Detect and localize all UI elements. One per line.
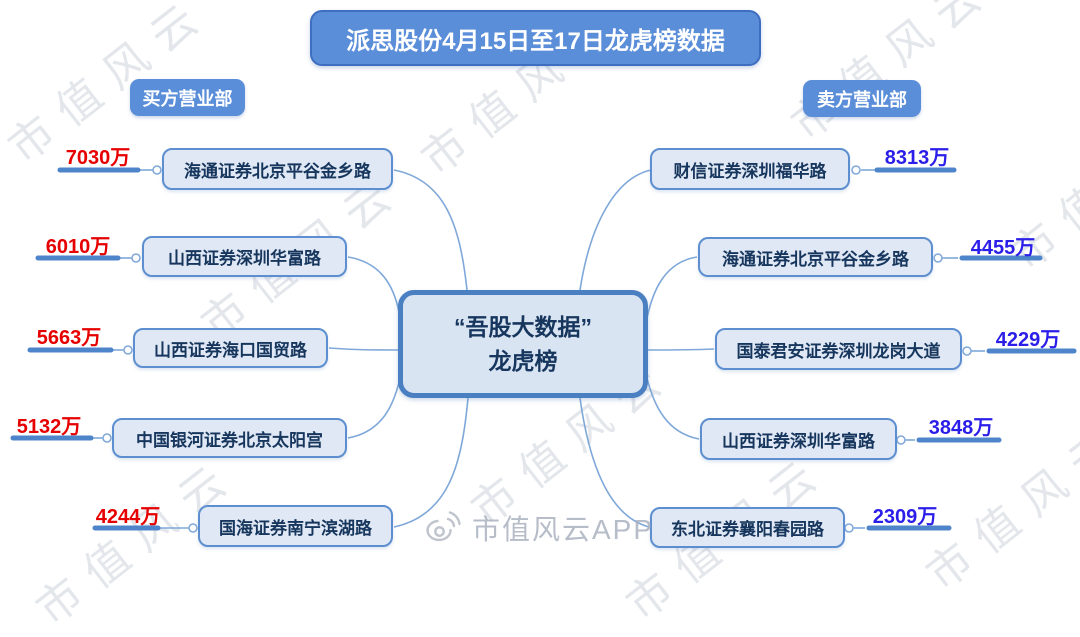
sell-side-label: 卖方营业部 — [803, 80, 921, 117]
branch-node-sell-3[interactable]: 国泰君安证券深圳龙岗大道 — [715, 328, 962, 370]
connector-line — [579, 397, 650, 528]
branch-node-buy-2[interactable]: 山西证券深圳华富路 — [142, 236, 347, 277]
center-node-line1: “吾股大数据” — [454, 313, 592, 340]
connector-joint — [188, 523, 198, 533]
connector-joint — [933, 253, 943, 263]
sell-amount-1: 8313万 — [884, 147, 950, 169]
center-node[interactable]: “吾股大数据” 龙虎榜 — [398, 290, 648, 398]
connector-joint — [896, 435, 906, 445]
chart-title: 派思股份4月15日至17日龙虎榜数据 — [310, 10, 761, 66]
sell-amount-2: 4455万 — [970, 237, 1036, 259]
branch-node-label: 海通证券北京平谷金乡路 — [184, 161, 371, 181]
branch-node-sell-2[interactable]: 海通证券北京平谷金乡路 — [698, 237, 933, 277]
branch-node-sell-4[interactable]: 山西证券深圳华富路 — [700, 418, 897, 460]
connector-joint — [131, 253, 141, 263]
branch-node-label: 东北证券襄阳春园路 — [671, 520, 824, 539]
buy-amount-4: 5132万 — [16, 416, 82, 438]
branch-node-label: 国海证券南宁滨湖路 — [219, 518, 372, 538]
buy-amount-3: 5663万 — [36, 327, 102, 349]
branch-node-buy-4[interactable]: 中国银河证券北京太阳宫 — [112, 418, 347, 458]
center-node-line2: 龙虎榜 — [488, 348, 558, 374]
connector-line — [347, 377, 401, 439]
branch-node-label: 山西证券深圳华富路 — [168, 249, 321, 268]
buy-amount-1: 7030万 — [65, 147, 131, 169]
connector-svg — [10, 165, 1077, 533]
connector-line — [579, 169, 652, 291]
branch-node-sell-1[interactable]: 财信证券深圳福华路 — [650, 148, 850, 190]
buy-side-label: 买方营业部 — [130, 79, 245, 116]
sell-amount-4: 3848万 — [928, 417, 994, 439]
connector-line — [393, 397, 469, 528]
branch-node-label: 中国银河证券北京太阳宫 — [136, 430, 323, 450]
branch-node-sell-5[interactable]: 东北证券襄阳春园路 — [650, 507, 845, 548]
buy-side-label-text: 买方营业部 — [142, 88, 233, 109]
connector-joint — [102, 433, 112, 443]
branch-node-buy-3[interactable]: 山西证券海口国贸路 — [133, 328, 328, 368]
connector-joint — [844, 523, 854, 533]
buy-amount-2: 6010万 — [45, 236, 111, 258]
branch-node-label: 山西证券深圳华富路 — [722, 431, 875, 451]
connector-line — [347, 256, 401, 319]
connector-line — [393, 169, 468, 291]
branch-node-label: 海通证券北京平谷金乡路 — [722, 249, 909, 269]
connector-joint — [123, 345, 133, 355]
branch-node-label: 山西证券海口国贸路 — [154, 340, 307, 360]
connector-line — [647, 348, 715, 351]
chart-title-text: 派思股份4月15日至17日龙虎榜数据 — [346, 27, 725, 55]
connector-joint — [851, 165, 861, 175]
sell-amount-3: 4229万 — [995, 329, 1061, 351]
branch-node-buy-5[interactable]: 国海证券南宁滨湖路 — [198, 505, 393, 547]
connector-joint — [152, 165, 162, 175]
connector-line — [328, 347, 399, 351]
branch-node-buy-1[interactable]: 海通证券北京平谷金乡路 — [162, 148, 393, 190]
branch-node-label: 国泰君安证券深圳龙岗大道 — [736, 341, 941, 361]
connector-joint — [962, 346, 972, 356]
sell-side-label-text: 卖方营业部 — [817, 89, 907, 110]
connector-line — [646, 377, 700, 440]
buy-amount-5: 4244万 — [95, 506, 161, 528]
sell-amount-5: 2309万 — [872, 506, 938, 528]
connector-line — [646, 256, 698, 319]
branch-node-label: 财信证券深圳福华路 — [673, 161, 827, 181]
